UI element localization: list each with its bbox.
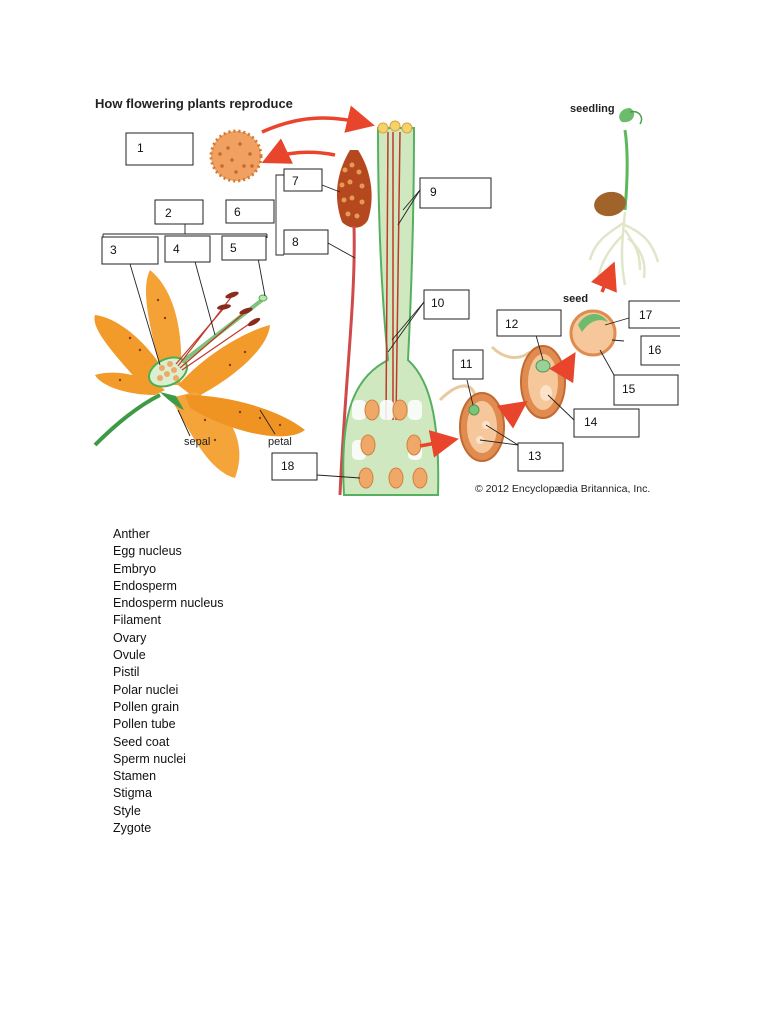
svg-text:1: 1	[137, 141, 144, 155]
svg-text:11: 11	[460, 357, 473, 371]
label-box-11[interactable]: 11	[452, 349, 484, 380]
word-bank-item: Anther	[113, 527, 150, 541]
seed-label: seed	[563, 293, 588, 305]
label-box-13[interactable]: 13	[517, 442, 564, 472]
svg-text:17: 17	[639, 308, 653, 322]
svg-text:18: 18	[281, 459, 295, 473]
word-bank-item: Endosperm	[113, 578, 177, 593]
svg-text:3: 3	[110, 243, 117, 257]
diagram-title: How flowering plants reproduce	[95, 96, 293, 111]
label-box-4[interactable]: 4	[164, 235, 211, 263]
label-box-8[interactable]: 8	[283, 229, 329, 255]
word-bank: Anther Egg nucleus Embryo Endosperm Endo…	[113, 526, 223, 837]
label-box-15[interactable]: 15	[613, 374, 679, 406]
svg-text:10: 10	[431, 296, 445, 310]
word-bank-item: Polar nuclei	[113, 682, 179, 697]
svg-text:16: 16	[648, 343, 662, 357]
svg-text:2: 2	[165, 206, 172, 220]
word-bank-item: Ovule	[113, 648, 146, 663]
process-arrows	[261, 105, 617, 458]
seedling-illustration: seedling	[570, 103, 660, 286]
lily-flower: sepal petal	[93, 270, 305, 478]
pollen-grain-illustration	[209, 129, 263, 183]
word-bank-item: Ovary	[113, 630, 147, 645]
label-box-3[interactable]: 3	[101, 236, 159, 265]
word-bank-item: Embryo	[113, 561, 157, 576]
label-box-14[interactable]: 14	[573, 408, 640, 438]
word-bank-item: Sperm nuclei	[113, 751, 186, 766]
word-bank-item: Seed coat	[113, 734, 170, 749]
label-box-5[interactable]: 5	[221, 235, 267, 261]
petal-label: petal	[268, 436, 292, 448]
svg-text:6: 6	[234, 205, 241, 219]
svg-text:8: 8	[292, 235, 299, 249]
label-box-6[interactable]: 6	[225, 199, 275, 224]
flower-reproduction-diagram: How flowering plants reproduce	[93, 96, 680, 496]
word-bank-item: Zygote	[113, 821, 152, 836]
label-box-10[interactable]: 10	[423, 289, 470, 320]
word-bank-item: Style	[113, 803, 141, 818]
word-bank-item: Pollen tube	[113, 717, 176, 732]
word-bank-item: Pistil	[113, 665, 140, 680]
word-bank-item: Endosperm nucleus	[113, 596, 224, 611]
leader-lines	[102, 174, 630, 479]
anther-illustration	[336, 150, 372, 496]
label-box-12[interactable]: 12	[496, 309, 562, 337]
label-box-9[interactable]: 9	[419, 177, 492, 209]
svg-text:14: 14	[584, 415, 598, 429]
sepal-label: sepal	[184, 436, 210, 448]
word-bank-item: Stigma	[113, 786, 152, 801]
seedling-label: seedling	[570, 103, 615, 115]
svg-text:13: 13	[528, 449, 542, 463]
svg-text:5: 5	[230, 241, 237, 255]
label-box-2[interactable]: 2	[154, 199, 204, 225]
word-bank-item: Stamen	[113, 769, 157, 784]
svg-text:9: 9	[430, 185, 437, 199]
label-box-18[interactable]: 18	[271, 452, 318, 481]
svg-text:15: 15	[622, 382, 636, 396]
word-bank-item: Pollen grain	[113, 699, 180, 714]
svg-text:4: 4	[173, 242, 180, 256]
word-bank-item: Filament	[113, 613, 161, 628]
label-box-7[interactable]: 7	[283, 168, 323, 192]
word-bank-item: Egg nucleus	[113, 544, 182, 559]
label-box-1[interactable]: 1	[125, 132, 194, 166]
svg-text:7: 7	[292, 174, 299, 188]
label-box-16[interactable]: 16	[640, 335, 680, 366]
pistil-illustration	[342, 120, 440, 496]
copyright-notice: © 2012 Encyclopædia Britannica, Inc.	[475, 483, 650, 495]
label-box-17[interactable]: 17	[628, 300, 680, 329]
svg-text:12: 12	[505, 317, 519, 331]
